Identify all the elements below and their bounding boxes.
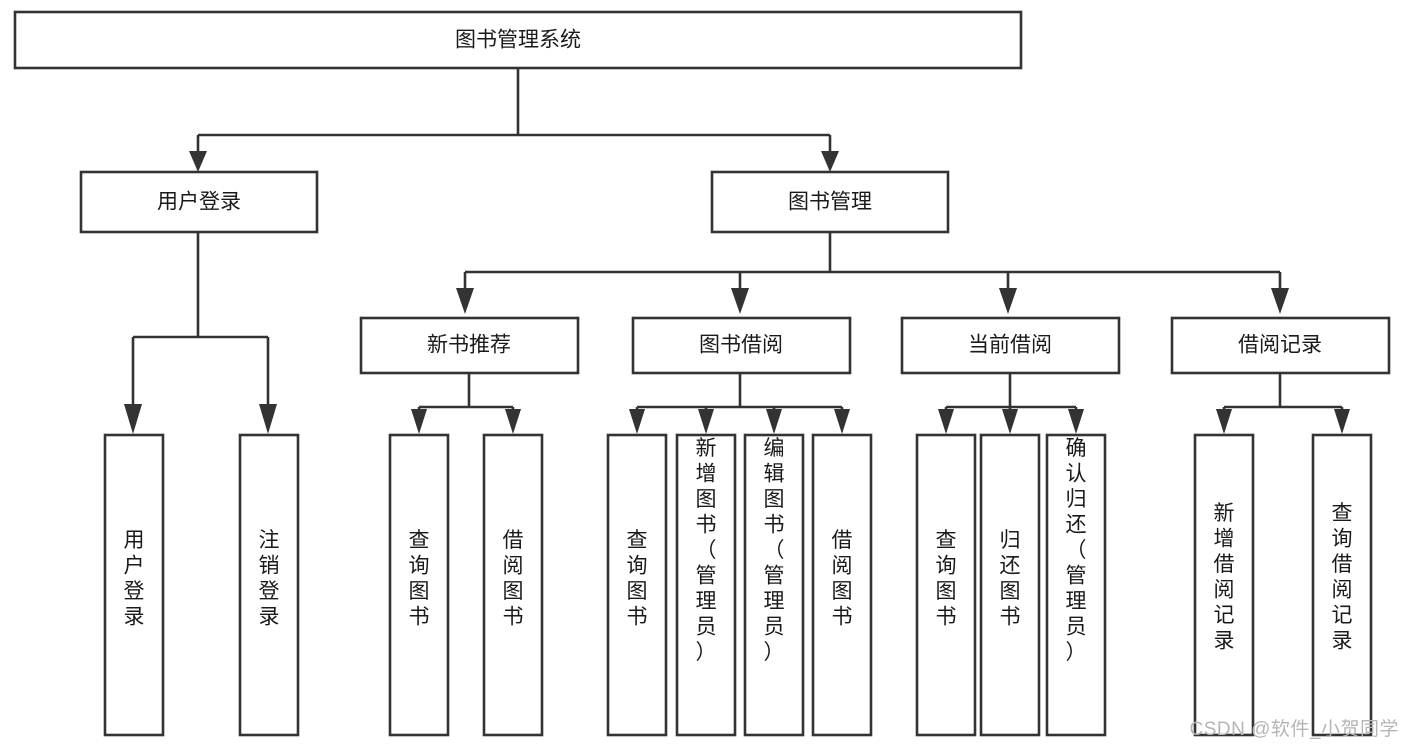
leaf-new-book-borrow[interactable]: 借阅图书 xyxy=(482,433,544,737)
leaf-user-login-logout[interactable]: 注销登录 xyxy=(238,433,300,737)
leaf-cb-query-book-label: 查询图书 xyxy=(936,529,957,629)
csdn-watermark: CSDN @软件_小贺同学 xyxy=(1189,719,1399,740)
leaf-bb-query-book-label: 查询图书 xyxy=(627,529,648,629)
leaf-cb-query-book[interactable]: 查询图书 xyxy=(915,433,977,737)
leaf-user-login-login-box[interactable] xyxy=(103,433,165,737)
node-book-borrow-box[interactable] xyxy=(631,316,852,375)
node-current-borrow-label: 当前借阅 xyxy=(968,334,1052,357)
leaf-bb-add-book-label: 新增图书（管理员） xyxy=(696,437,717,664)
arrow-head-br-leaf-1 xyxy=(1216,409,1232,434)
arrow-head-cb-leaf-2 xyxy=(1002,409,1018,434)
arrow-head-br-leaf-2 xyxy=(1334,409,1350,434)
arrow-head-cb-leaf-3 xyxy=(1068,409,1084,434)
leaf-br-add-record[interactable]: 新增借阅记录 xyxy=(1193,433,1255,737)
leaf-user-login-logout-box[interactable] xyxy=(238,433,300,737)
leaf-bb-query-book-box[interactable] xyxy=(606,433,668,737)
node-root-book-management-system[interactable]: 图书管理系统 xyxy=(13,10,1023,70)
leaf-br-query-record-box[interactable] xyxy=(1311,433,1373,737)
leaf-br-add-record-label: 新增借阅记录 xyxy=(1214,502,1235,653)
leaf-cb-return-book-box[interactable] xyxy=(979,433,1041,737)
leaf-user-login-logout-label: 注销登录 xyxy=(259,529,280,629)
arrow-head-bb-leaf-2 xyxy=(698,409,714,434)
leaf-bb-borrow-book-label: 借阅图书 xyxy=(832,529,853,629)
leaf-bb-query-book[interactable]: 查询图书 xyxy=(606,433,668,737)
leaf-cb-confirm-return-label: 确认归还（管理员） xyxy=(1066,437,1087,664)
node-book-borrow[interactable]: 图书借阅 xyxy=(631,316,852,375)
leaf-new-book-borrow-label: 借阅图书 xyxy=(503,529,524,629)
node-current-borrow[interactable]: 当前借阅 xyxy=(900,316,1121,375)
leaf-br-query-record-label: 查询借阅记录 xyxy=(1332,502,1353,653)
node-new-book-recommend-box[interactable] xyxy=(359,316,580,375)
leaf-user-login-login[interactable]: 用户登录 xyxy=(103,433,165,737)
arrow-head-bb-leaf-3 xyxy=(766,409,782,434)
arrow-head-user-login xyxy=(189,151,207,172)
node-book-borrow-label: 图书借阅 xyxy=(699,334,783,357)
arrow-head-book-mgmt xyxy=(821,151,839,172)
arrow-head-borrow-record xyxy=(1271,288,1289,314)
node-user-login-label: 用户登录 xyxy=(157,191,241,214)
leaf-cb-confirm-return-box[interactable] xyxy=(1045,433,1107,737)
leaf-new-book-query-label: 查询图书 xyxy=(409,529,430,629)
node-root-label: 图书管理系统 xyxy=(455,29,581,52)
node-book-management-box[interactable] xyxy=(710,170,950,234)
arrow-head-bb-leaf-4 xyxy=(834,409,850,434)
node-book-management[interactable]: 图书管理 xyxy=(710,170,950,234)
arrow-head-cb-leaf-1 xyxy=(938,409,954,434)
leaf-new-book-query[interactable]: 查询图书 xyxy=(388,433,450,737)
leaf-cb-return-book-label: 归还图书 xyxy=(1000,529,1021,629)
arrow-head-book-borrow xyxy=(731,288,749,314)
arrow-head-nbr-leaf-1 xyxy=(411,409,427,434)
leaf-bb-add-book[interactable]: 新增图书（管理员） xyxy=(675,433,737,737)
leaf-new-book-borrow-box[interactable] xyxy=(482,433,544,737)
leaf-cb-confirm-return[interactable]: 确认归还（管理员） xyxy=(1045,433,1107,737)
node-new-book-recommend[interactable]: 新书推荐 xyxy=(359,316,580,375)
node-current-borrow-box[interactable] xyxy=(900,316,1121,375)
arrow-head-new-book-rec xyxy=(456,288,474,314)
leaf-new-book-query-box[interactable] xyxy=(388,433,450,737)
leaf-bb-borrow-book[interactable]: 借阅图书 xyxy=(811,433,873,737)
arrow-head-current-borrow xyxy=(999,288,1017,314)
leaf-cb-query-book-box[interactable] xyxy=(915,433,977,737)
leaf-br-query-record[interactable]: 查询借阅记录 xyxy=(1311,433,1373,737)
node-user-login[interactable]: 用户登录 xyxy=(79,170,319,234)
arrow-head-nbr-leaf-2 xyxy=(505,409,521,434)
node-user-login-box[interactable] xyxy=(79,170,319,234)
node-root-box[interactable] xyxy=(13,10,1023,70)
arrow-head-user-login-leaf-2 xyxy=(259,404,277,434)
arrow-head-user-login-leaf-1 xyxy=(124,404,142,434)
node-borrow-record-box[interactable] xyxy=(1170,316,1391,375)
node-borrow-record[interactable]: 借阅记录 xyxy=(1170,316,1391,375)
leaf-bb-borrow-book-box[interactable] xyxy=(811,433,873,737)
connectors-group xyxy=(124,68,1350,434)
node-new-book-recommend-label: 新书推荐 xyxy=(427,334,511,357)
node-book-management-label: 图书管理 xyxy=(788,191,872,214)
leaf-bb-edit-book-label: 编辑图书（管理员） xyxy=(764,437,785,664)
leaf-bb-edit-book-box[interactable] xyxy=(743,433,805,737)
node-borrow-record-label: 借阅记录 xyxy=(1238,334,1322,357)
leaf-br-add-record-box[interactable] xyxy=(1193,433,1255,737)
leaf-cb-return-book[interactable]: 归还图书 xyxy=(979,433,1041,737)
arrow-head-bb-leaf-1 xyxy=(629,409,645,434)
leaf-bb-edit-book[interactable]: 编辑图书（管理员） xyxy=(743,433,805,737)
leaf-bb-add-book-box[interactable] xyxy=(675,433,737,737)
leaf-user-login-login-label: 用户登录 xyxy=(124,529,145,629)
